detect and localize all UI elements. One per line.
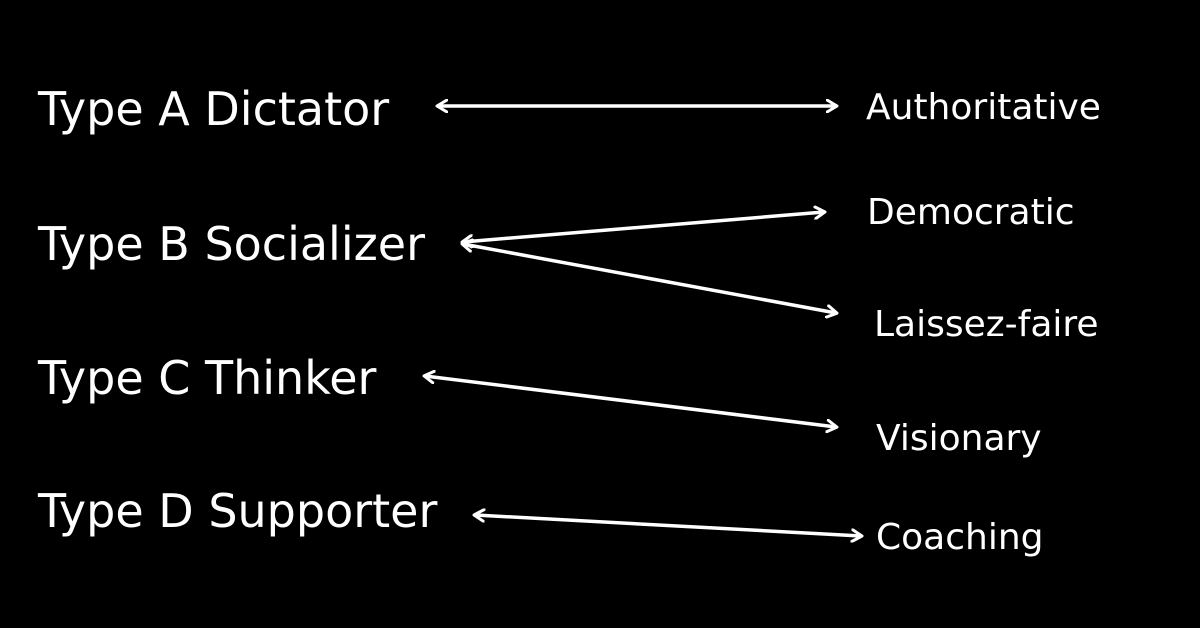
type-d-label: Type D Supporter [38,484,438,538]
style-visionary-label: Visionary [876,418,1042,459]
type-c-label: Type C Thinker [38,351,377,405]
arrow-type-c-to-visionary [425,376,836,427]
type-a-label: Type A Dictator [38,82,390,136]
type-b-label: Type B Socializer [38,217,425,271]
style-democratic-label: Democratic [867,192,1075,233]
style-laissez-faire-label: Laissez-faire [874,304,1099,345]
arrow-type-b-to-democratic [463,212,824,242]
arrow-type-d-to-coaching [475,515,861,536]
style-authoritative-label: Authoritative [866,87,1101,128]
style-coaching-label: Coaching [876,517,1044,558]
arrow-type-b-to-laissez-faire [463,244,836,313]
